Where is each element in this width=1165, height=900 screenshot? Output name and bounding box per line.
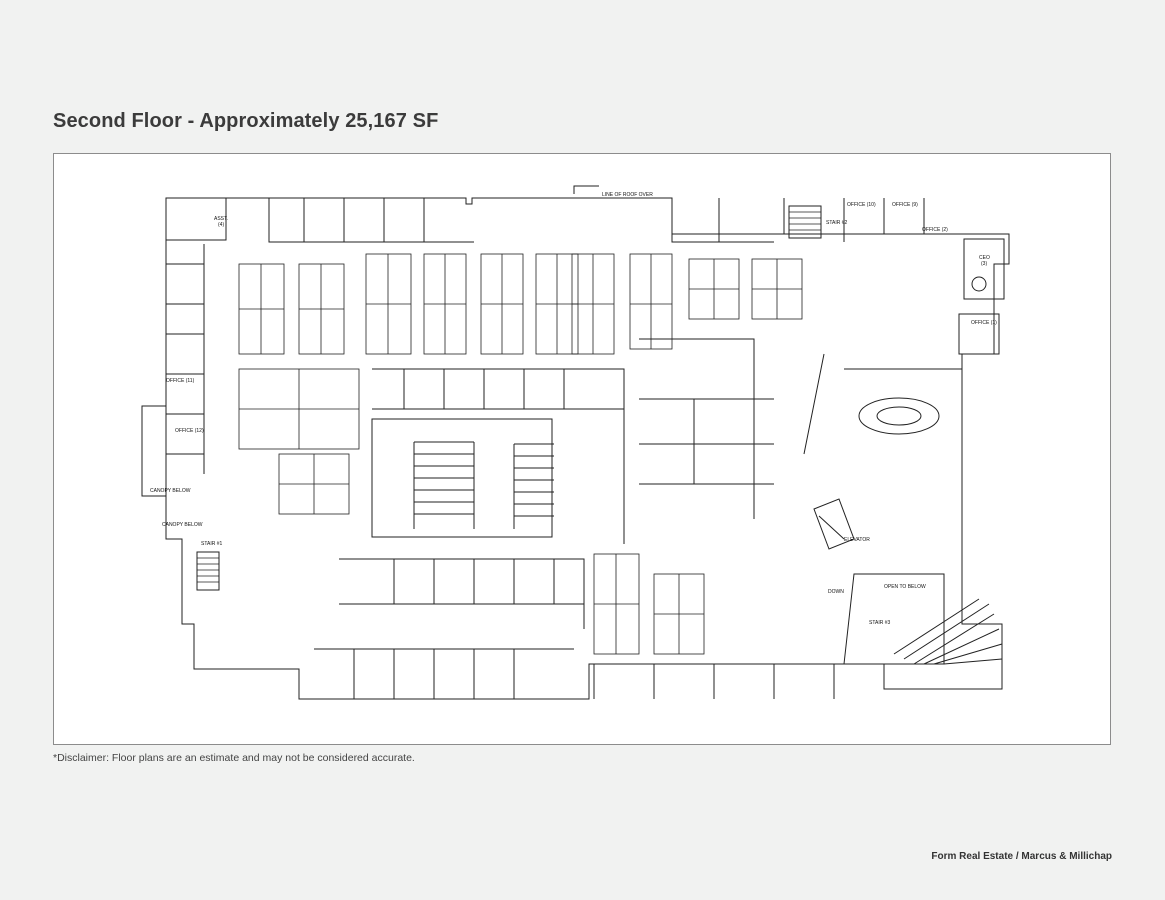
page-title: Second Floor - Approximately 25,167 SF xyxy=(53,110,439,132)
ceo-table xyxy=(971,276,987,292)
boardroom-wall xyxy=(803,353,962,455)
asst-room xyxy=(165,197,227,241)
label-asst-num: (4) xyxy=(218,222,224,228)
left-office-column xyxy=(166,244,205,474)
bottom-lower-row xyxy=(314,648,574,699)
label-open-below: OPEN TO BELOW xyxy=(884,584,926,590)
label-office-1: OFFICE (1) xyxy=(971,320,997,326)
bottom-office-row xyxy=(339,558,585,629)
label-canopy-below-1: CANOPY BELOW xyxy=(150,488,191,494)
floor-plan-frame: LINE OF ROOF OVER ASST. (4) OFFICE (11) … xyxy=(53,153,1111,745)
top-office-row-right xyxy=(671,198,925,243)
core-stair-left xyxy=(413,441,475,529)
label-stair-2: STAIR #2 xyxy=(826,220,848,226)
label-ceo-num: (3) xyxy=(981,261,987,267)
core-stair-right xyxy=(513,443,554,529)
label-office-11: OFFICE (11) xyxy=(166,378,195,384)
footer-credit: Form Real Estate / Marcus & Millichap xyxy=(931,851,1112,862)
central-core xyxy=(371,418,553,538)
office-1-room xyxy=(958,313,1000,355)
label-ceo: CEO xyxy=(979,255,990,261)
label-roof-line: LINE OF ROOF OVER xyxy=(602,192,653,198)
label-office-2: OFFICE (2) xyxy=(922,227,948,233)
right-block-rooms xyxy=(639,338,774,519)
label-down: DOWN xyxy=(828,589,844,595)
ceo-office xyxy=(963,238,1005,300)
stair-1 xyxy=(196,551,220,591)
elevator-shaft xyxy=(813,498,855,550)
boardroom-table-inner xyxy=(876,406,922,426)
bottom-bay xyxy=(593,664,835,699)
floor-plan-drawing: LINE OF ROOF OVER ASST. (4) OFFICE (11) … xyxy=(141,185,1010,700)
label-canopy-below-2: CANOPY BELOW xyxy=(162,522,203,528)
building-outline xyxy=(165,197,1010,700)
cubicle-clusters xyxy=(238,253,803,655)
label-elevator: ELEVATOR xyxy=(844,537,870,543)
stair-2 xyxy=(788,205,822,239)
label-office-10: OFFICE (10) xyxy=(847,202,876,208)
mid-office-row xyxy=(372,368,625,544)
label-office-12: OFFICE (12) xyxy=(175,428,204,434)
canopy-box-1 xyxy=(141,405,167,497)
label-asst: ASST. xyxy=(214,216,228,222)
disclaimer-text: *Disclaimer: Floor plans are an estimate… xyxy=(53,752,415,764)
roof-line xyxy=(573,185,599,194)
label-office-9: OFFICE (9) xyxy=(892,202,918,208)
boardroom-table xyxy=(858,397,940,435)
top-office-row-left xyxy=(268,198,474,243)
label-stair-3: STAIR #3 xyxy=(869,620,891,626)
label-stair-1: STAIR #1 xyxy=(201,541,223,547)
stair-3-treads xyxy=(893,598,1003,665)
